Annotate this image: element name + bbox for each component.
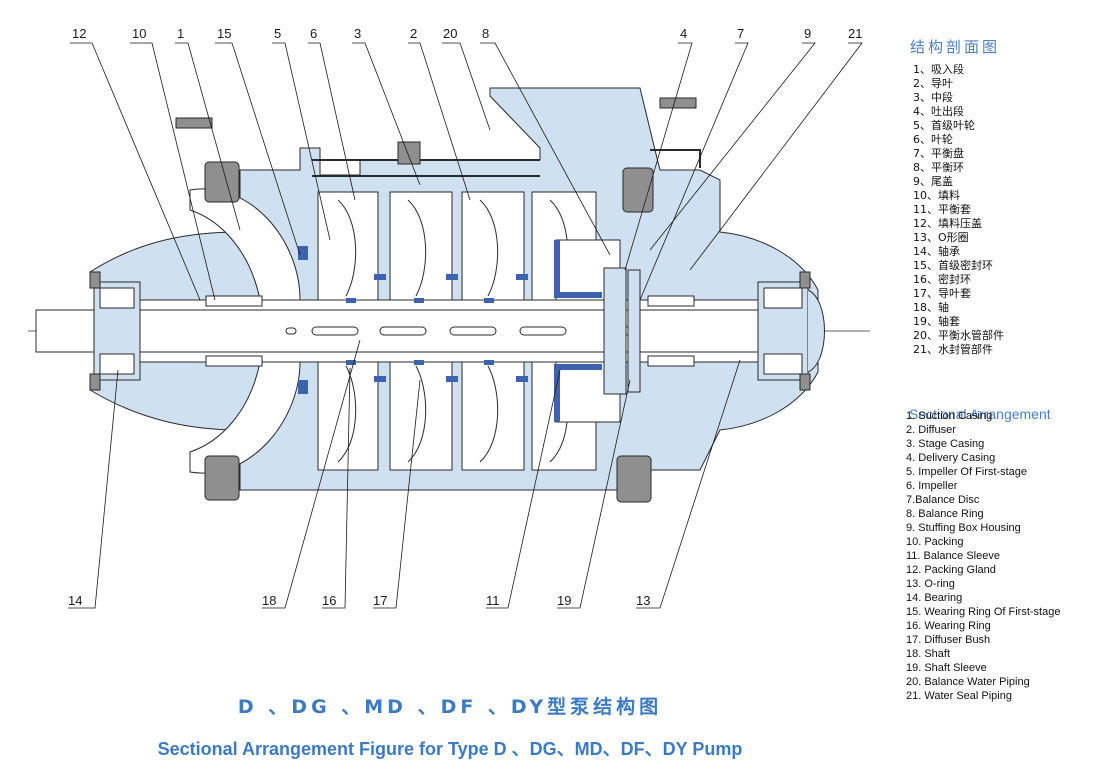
- legend-en-item: 1. Suction Casing: [906, 410, 993, 422]
- legend-cn-item: 21、水封管部件: [913, 343, 993, 356]
- callout-10: 10: [132, 26, 146, 41]
- legend-cn-item: 8、平衡环: [913, 161, 964, 174]
- legend-cn-item: 14、轴承: [913, 245, 960, 258]
- legend-en-item: 14. Bearing: [906, 592, 963, 604]
- callout-9: 9: [804, 26, 811, 41]
- legend-cn-item: 1、吸入段: [913, 63, 964, 76]
- callout-1: 1: [177, 26, 184, 41]
- callout-21: 21: [848, 26, 862, 41]
- callout-20: 20: [443, 26, 457, 41]
- legend-cn-item: 11、平衡套: [913, 203, 971, 216]
- legend-en-item: 13. O-ring: [906, 578, 955, 590]
- callout-2: 2: [410, 26, 417, 41]
- legend-en-item: 20. Balance Water Piping: [906, 676, 1030, 688]
- callout-16: 16: [322, 593, 336, 608]
- legend-en-item: 12. Packing Gland: [906, 564, 996, 576]
- callout-3: 3: [354, 26, 361, 41]
- legend-en-item: 18. Shaft: [906, 648, 951, 660]
- callout-12: 12: [72, 26, 86, 41]
- legend-en-item: 21. Water Seal Piping: [906, 690, 1012, 702]
- legend-cn-item: 5、首级叶轮: [913, 119, 975, 132]
- callout-18: 18: [262, 593, 276, 608]
- callout-8: 8: [482, 26, 489, 41]
- legend-cn-item: 10、填料: [913, 189, 960, 202]
- callout-19: 19: [557, 593, 571, 608]
- legend-cn-item: 17、导叶套: [913, 287, 971, 300]
- legend-en-item: 19. Shaft Sleeve: [906, 662, 987, 674]
- legend-cn-item: 2、导叶: [913, 77, 953, 90]
- legend-cn-item: 4、吐出段: [913, 105, 964, 118]
- shaft: [35, 309, 807, 353]
- legend-en-item: 2. Diffuser: [906, 424, 956, 436]
- legend-cn-list: 1、吸入段 2、导叶 3、中段 4、吐出段 5、首级叶轮 6、叶轮 7、平衡盘 …: [913, 63, 1004, 357]
- legend-en-item: 3. Stage Casing: [906, 438, 985, 450]
- callout-15: 15: [217, 26, 231, 41]
- figure-title-en: Sectional Arrangement Figure for Type D …: [157, 739, 743, 759]
- legend-en-item: 7.Balance Disc: [906, 494, 980, 506]
- legend-en-title: Sectional Arrangement: [909, 406, 1051, 422]
- figure-title-cn: D 、DG 、MD 、DF 、DY型泵结构图: [237, 696, 663, 718]
- callout-14: 14: [68, 593, 82, 608]
- legend-en-item: 8. Balance Ring: [906, 508, 984, 520]
- legend-en-item: 9. Stuffing Box Housing: [906, 522, 1021, 534]
- callout-13: 13: [636, 593, 650, 608]
- legend-cn-item: 18、轴: [913, 301, 949, 314]
- legend-en-item: 15. Wearing Ring Of First-stage: [906, 606, 1061, 618]
- legend-cn-item: 15、首级密封环: [913, 259, 993, 272]
- callout-4: 4: [680, 26, 687, 41]
- legend-en-item: 11. Balance Sleeve: [906, 550, 1000, 562]
- legend-en-item: 6. Impeller: [906, 480, 958, 492]
- legend-cn-item: 7、平衡盘: [913, 147, 964, 160]
- legend-cn-title: 结构剖面图: [910, 38, 1001, 56]
- legend-cn-item: 9、尾盖: [913, 175, 953, 188]
- legend-cn-item: 13、O形圈: [913, 231, 969, 244]
- legend-cn-item: 16、密封环: [913, 273, 971, 286]
- legend-en-item: 17. Diffuser Bush: [906, 634, 991, 646]
- legend-cn-item: 6、叶轮: [913, 133, 953, 146]
- legend-en-list: 1. Suction Casing 2. Diffuser 3. Stage C…: [906, 409, 1060, 703]
- callout-5: 5: [274, 26, 281, 41]
- callout-17: 17: [373, 593, 387, 608]
- legend-cn-item: 12、填料压盖: [913, 217, 982, 230]
- callout-6: 6: [310, 26, 317, 41]
- legend-en-item: 5. Impeller Of First-stage: [906, 466, 1028, 478]
- legend-en-item: 10. Packing: [906, 536, 964, 548]
- callout-11: 11: [486, 593, 500, 608]
- legend-cn-item: 20、平衡水管部件: [913, 329, 1004, 342]
- legend-en-item: 16. Wearing Ring: [906, 620, 991, 632]
- legend-cn-item: 19、轴套: [913, 315, 960, 328]
- legend-cn-item: 3、中段: [913, 91, 953, 104]
- legend-en-item: 4. Delivery Casing: [906, 452, 996, 464]
- callout-7: 7: [737, 26, 744, 41]
